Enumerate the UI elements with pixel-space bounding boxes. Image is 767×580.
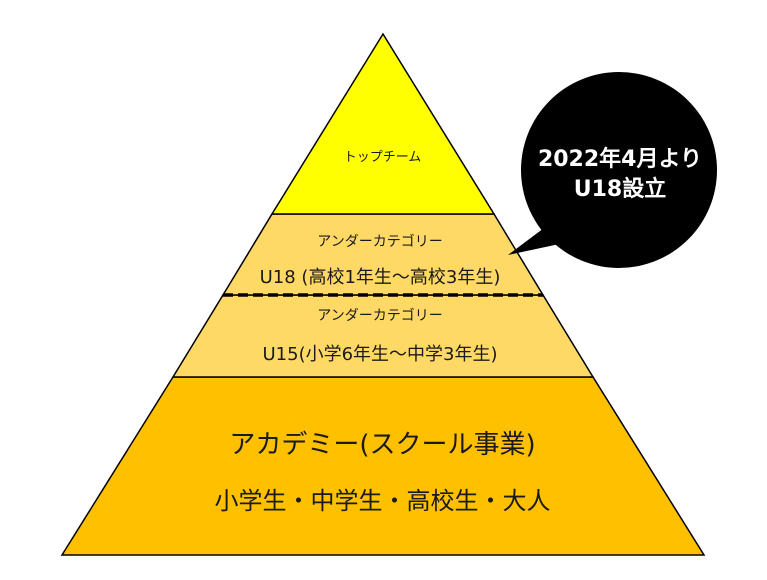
callout-text: 2022年4月より U18設立 <box>520 145 720 205</box>
tier-academy <box>60 376 706 556</box>
tier-u18-category: アンダーカテゴリー <box>317 234 443 250</box>
callout-bubble <box>521 72 717 268</box>
callout-line2: U18設立 <box>573 177 667 202</box>
tier-top <box>270 32 496 215</box>
callout-line1: 2022年4月より <box>537 147 703 172</box>
tier-u15-range: U15(小学6年生～中学3年生) <box>262 344 498 365</box>
tier-academy-title: アカデミー(スクール事業) <box>229 430 536 460</box>
tier-u15-category: アンダーカテゴリー <box>317 308 443 324</box>
tier-top-label: トップチーム <box>343 150 422 165</box>
tier-academy-subtitle: 小学生・中学生・高校生・大人 <box>214 487 551 515</box>
tier-u18-range: U18 (高校1年生～高校3年生) <box>259 267 501 288</box>
